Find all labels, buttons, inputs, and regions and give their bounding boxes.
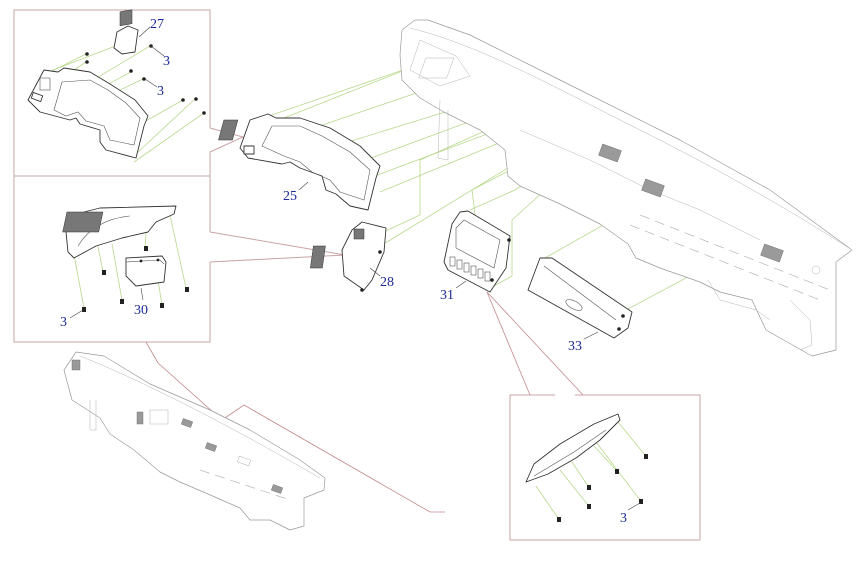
assembled-dashboard-overview: [63, 351, 326, 531]
detail-left-panel: 3 30: [60, 205, 189, 330]
callout-connector-lower-assembly: [145, 341, 445, 513]
label-part-3b: 3: [157, 84, 164, 99]
label-part-31: 31: [440, 288, 454, 303]
detail-center-bezel-rear: 3: [525, 413, 648, 526]
main-dashboard-assembly: [265, 19, 853, 357]
dashboard-body-shape: [399, 19, 853, 357]
detail-cluster-bezel: 27 3 3: [27, 9, 206, 163]
label-part-3c: 3: [60, 315, 67, 330]
label-part-33: 33: [568, 339, 582, 354]
callout-connector-center: [486, 291, 531, 396]
label-part-30: 30: [134, 303, 148, 318]
part-31-center-bezel: 31: [440, 210, 511, 303]
dash-vent-icon-3: [760, 243, 784, 263]
dash-vent-icon-1: [598, 143, 622, 163]
label-part-3d: 3: [620, 511, 627, 526]
label-part-25: 25: [283, 189, 297, 204]
callout-connector-center-2: [486, 291, 584, 396]
label-part-28: 28: [380, 275, 394, 290]
clip-icons: [557, 454, 648, 522]
vent-27-icon: [113, 9, 139, 55]
clip-icons: [82, 246, 189, 312]
label-part-27: 27: [150, 17, 164, 32]
label-part-3a: 3: [163, 54, 170, 69]
part-28-left-switch-panel: 28: [310, 221, 394, 292]
detail-frame-center: [509, 394, 701, 541]
switch-module-30-icon: [125, 255, 167, 287]
dash-vent-icon-2: [641, 178, 665, 198]
switch-row-icon: [449, 256, 491, 282]
cluster-bezel-shape: [27, 67, 149, 159]
part-33-glovebox-lid: 33: [527, 257, 633, 354]
part-25-cluster-bezel: 25: [218, 113, 381, 211]
